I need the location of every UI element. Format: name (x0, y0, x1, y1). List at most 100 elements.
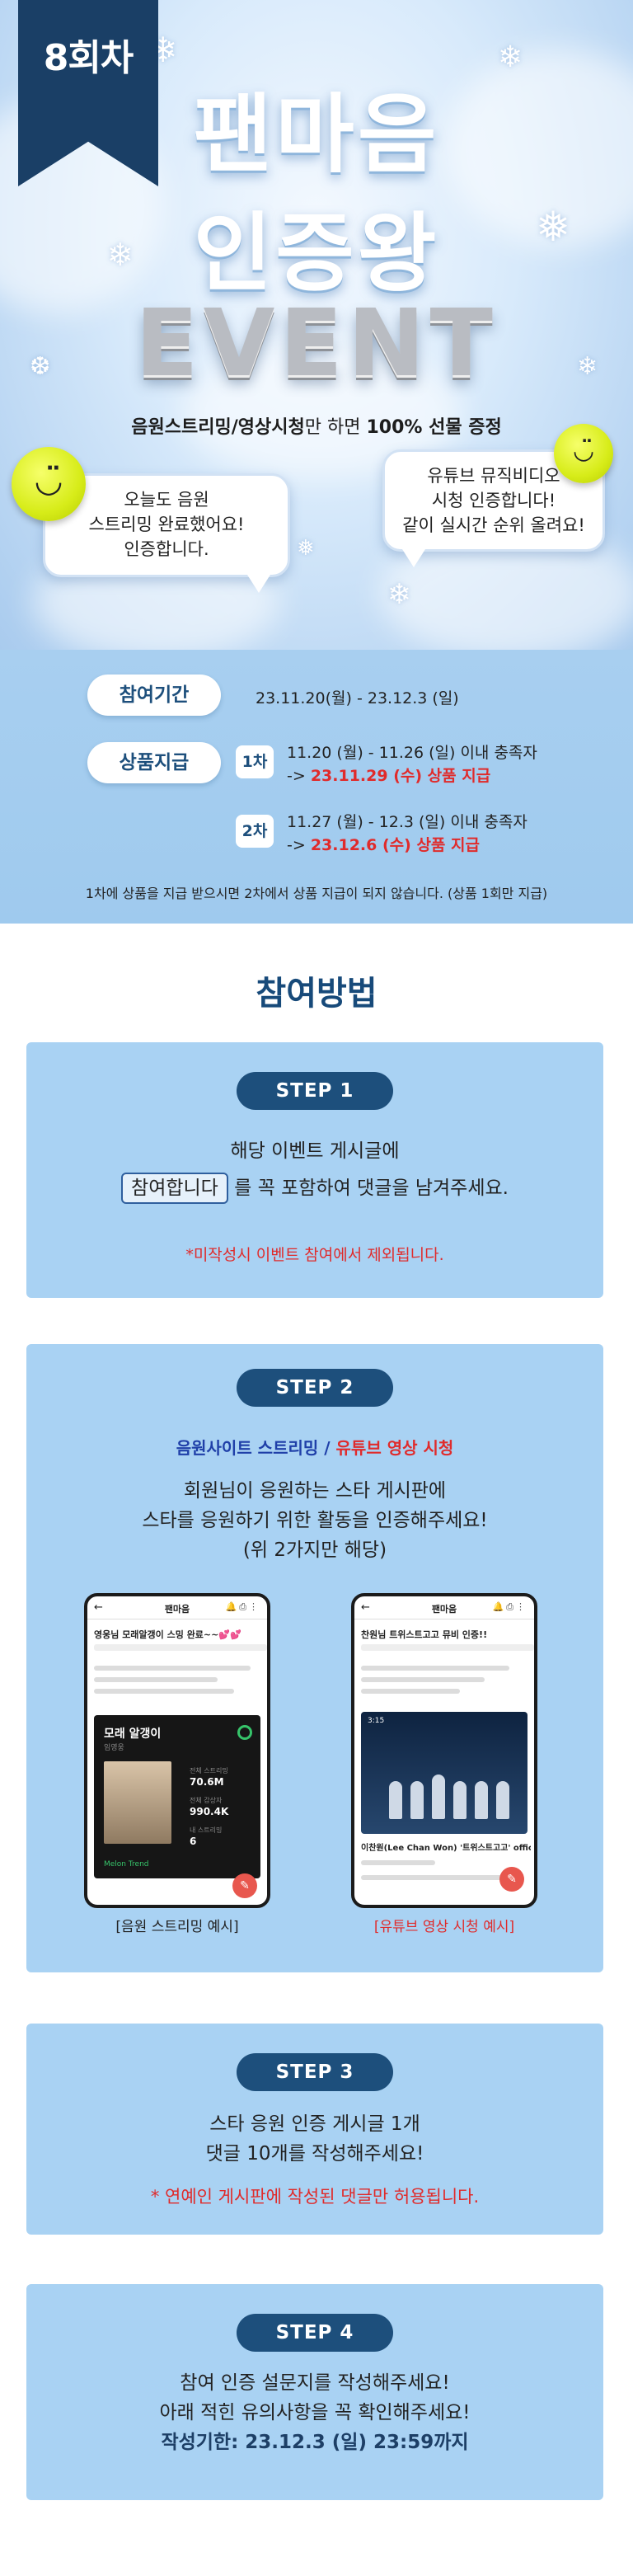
participate-keyword-box: 참여합니다 (121, 1173, 228, 1204)
stat-label: 내 스트리밍 (190, 1826, 223, 1834)
post-text-line (361, 1689, 460, 1694)
youtube-example-screenshot: ← 팬마음 🔔⎙⋮ 찬원님 트위스트고고 뮤비 인증!! 3:15 이찬원(Le… (351, 1593, 537, 1908)
video-time: 3:15 (368, 1717, 385, 1725)
step1-pill: STEP 1 (237, 1072, 393, 1110)
app-title: 팬마음 (164, 1604, 190, 1615)
performer-figure (432, 1775, 445, 1819)
step2-heading-streaming: 음원사이트 스트리밍 (176, 1438, 319, 1458)
round2-badge: 2차 (236, 815, 274, 848)
step2-heading-youtube: 유튜브 영상 시청 (335, 1438, 454, 1458)
step4-line2: 아래 적힌 유의사항을 꼭 확인해주세요! (159, 2402, 471, 2423)
round1-delivery: -> 23.11.29 (수) 상품 지급 (287, 764, 490, 786)
bell-icon: 🔔⎙⋮ (225, 1601, 260, 1612)
app-header: ← 팬마음 🔔⎙⋮ (87, 1596, 267, 1619)
performer-figure (475, 1781, 488, 1819)
subtitle-mid: 만 하면 (304, 417, 367, 438)
post-text-line (94, 1689, 234, 1694)
melon-logo-icon (237, 1725, 252, 1740)
stat-value-2: 990.4K (190, 1806, 229, 1817)
snowflake-icon: ❄ (107, 237, 134, 273)
stat-label: 전체 스트리밍 (190, 1767, 228, 1775)
bubble-tail (402, 549, 425, 567)
bell-icon: 🔔⎙⋮ (492, 1601, 528, 1612)
period-value: 23.11.20(월) - 23.12.3 (일) (256, 689, 459, 707)
video-thumbnail: 3:15 (361, 1712, 528, 1834)
step2-line2: 스타를 응원하기 위한 활동을 인증해주세요! (142, 1510, 488, 1531)
stat-value-3: 6 (190, 1836, 197, 1847)
post-meta (94, 1644, 267, 1651)
app-title: 팬마음 (431, 1604, 457, 1615)
step2-line3: (위 2가지만 해당) (242, 1539, 387, 1561)
post-text-line (361, 1666, 509, 1671)
pencil-icon: ✎ (232, 1873, 257, 1898)
step2-card: STEP 2 음원사이트 스트리밍 / 유튜브 영상 시청 회원님이 응원하는 … (26, 1344, 603, 1972)
subtitle-prefix: 음원스트리밍/영상시청 (131, 417, 305, 438)
snowflake-icon: ❄ (498, 40, 523, 74)
bubble-right-line: 같이 실시간 순위 올려요! (402, 515, 585, 535)
step1-card: STEP 1 해당 이벤트 게시글에 참여합니다 를 꼭 포함하여 댓글을 남겨… (26, 1042, 603, 1298)
app-header: ← 팬마음 🔔⎙⋮ (354, 1596, 534, 1619)
step3-card: STEP 3 스타 응원 인증 게시글 1개 댓글 10개를 작성해주세요! *… (26, 2024, 603, 2235)
snowflake-icon: ❄ (387, 578, 411, 611)
stat-value-1: 70.6M (190, 1776, 224, 1788)
round-badge-text: 8회차 (43, 37, 134, 79)
step1-line1: 해당 이벤트 게시글에 (230, 1140, 400, 1162)
artist-name: 임영웅 (104, 1744, 124, 1752)
melon-trend-label: Melon Trend (104, 1860, 149, 1869)
stat-label: 전체 감상자 (190, 1797, 223, 1804)
title-line-event: EVENT (135, 290, 498, 397)
prize-label-pill: 상품지급 (87, 742, 221, 783)
bubble-left-line: 오늘도 음원 (124, 490, 209, 510)
snowflake-icon: ❆ (30, 352, 51, 381)
round1-arrow: -> (287, 767, 311, 785)
round2-delivery: -> 23.12.6 (수) 상품 지급 (287, 833, 480, 855)
performer-figure (496, 1781, 509, 1819)
performer-figure (453, 1781, 467, 1819)
round1-date: 23.11.29 (수) 상품 지급 (310, 767, 491, 785)
bubble-left-line: 인증합니다. (124, 539, 209, 559)
step2-line1: 회원님이 응원하는 스타 게시판에 (183, 1480, 447, 1502)
prize-note: 1차에 상품을 지급 받으시면 2차에서 상품 지급이 되지 않습니다. (상품… (85, 886, 548, 901)
bubble-tail (247, 575, 270, 593)
smiley-icon: ◡̈ (554, 424, 613, 483)
bubble-right-line: 유튜브 뮤직비디오 (427, 466, 560, 486)
post-text-line (361, 1677, 485, 1682)
post-title: 찬원님 트위스트고고 뮤비 인증!! (361, 1629, 488, 1640)
action-row (361, 1875, 509, 1880)
round2-date: 23.12.6 (수) 상품 지급 (310, 836, 480, 854)
step2-pill: STEP 2 (237, 1369, 393, 1407)
post-meta (361, 1644, 534, 1651)
hero-banner: ❄ ❄ ❅ ❄ ❆ ❄ ❅ ❄ 8회차 팬마음 인증왕 EVENT 음원스트리밍… (0, 0, 633, 650)
bubble-right-line: 시청 인증합니다! (431, 491, 556, 510)
snowflake-icon: ❅ (536, 203, 570, 251)
hero-subtitle: 음원스트리밍/영상시청만 하면 100% 선물 증정 (0, 412, 633, 439)
title-line-1: 팬마음 (193, 84, 440, 185)
step3-pill: STEP 3 (237, 2053, 393, 2091)
title-line-2: 인증왕 (193, 203, 440, 303)
step1-line2-text: 를 꼭 포함하여 댓글을 남겨주세요. (227, 1178, 509, 1199)
step3-warning: * 연예인 게시판에 작성된 댓글만 허용됩니다. (150, 2187, 480, 2207)
subtitle-suffix: 100% 선물 증정 (366, 417, 502, 438)
step4-line1: 참여 인증 설문지를 작성해주세요! (180, 2372, 450, 2394)
step2-heading-slash: / (318, 1438, 336, 1458)
round1-condition: 11.20 (월) - 11.26 (일) 이내 충족자 (287, 744, 537, 762)
step3-line1: 스타 응원 인증 게시글 1개 (209, 2113, 420, 2135)
smiley-icon: ◡̈ (12, 447, 86, 521)
streaming-example-screenshot: ← 팬마음 🔔⎙⋮ 영웅님 모래알갱이 스밍 완료~~💕💕 모래 알갱이 임영웅… (84, 1593, 270, 1908)
snowflake-icon: ❄ (577, 352, 598, 381)
step4-deadline: 작성기한: 23.12.3 (일) 23:59까지 (161, 2432, 469, 2453)
video-caption: 이찬원(Lee Chan Won) '트위스트고고' official MV (361, 1844, 531, 1853)
back-arrow-icon: ← (94, 1601, 103, 1614)
step1-warning: *미작성시 이벤트 참여에서 제외됩니다. (185, 1246, 444, 1264)
frost-decoration (445, 49, 633, 247)
howto-title: 참여방법 (256, 975, 377, 1013)
step2-heading: 음원사이트 스트리밍 / 유튜브 영상 시청 (26, 1435, 603, 1459)
step4-pill: STEP 4 (237, 2314, 393, 2352)
snowflake-icon: ❅ (297, 536, 315, 561)
round2-condition: 11.27 (월) - 12.3 (일) 이내 충족자 (287, 813, 528, 831)
step3-line2: 댓글 10개를 작성해주세요! (205, 2143, 424, 2165)
streaming-example-caption: [음원 스트리밍 예시] (115, 1919, 239, 1935)
performer-figure (410, 1781, 424, 1819)
artist-photo (104, 1761, 171, 1844)
